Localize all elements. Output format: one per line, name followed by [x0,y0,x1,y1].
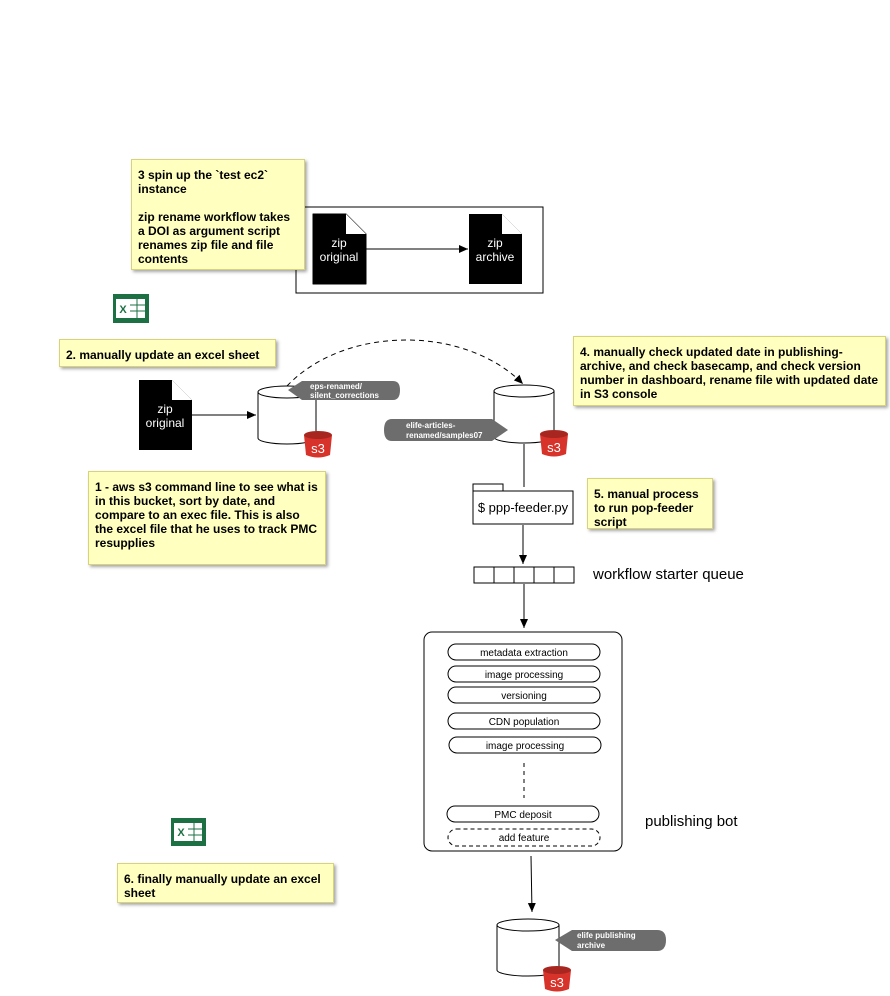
zip-original-top-line2: original [320,250,359,264]
note-step-2: 2. manually update an excel sheet [59,339,276,367]
zip-archive-line2: archive [476,250,515,264]
publishing-bot-label: publishing bot [645,813,738,830]
s3-bucket-icon: s3 [543,966,571,992]
task-pill: image processing [448,736,602,754]
zip-archive-line1: zip [487,236,503,250]
note-step-5: 5. manual process to run pop-feeder scri… [587,478,713,529]
zip-file-icon: zip archive [469,214,522,284]
task-label: image processing [485,670,563,681]
zip-original-top-line1: zip [331,236,347,250]
note-step-1: 1 - aws s3 command line to see what is i… [88,471,326,565]
zip-file-icon: zip original [312,213,367,285]
svg-text:X: X [119,304,127,316]
bot-to-archive-arrow [527,855,536,913]
bucket-tag-publishing-archive: elife publishing archive [555,930,666,951]
excel-icon: X [113,294,149,323]
bucket-name-line1: eps-renamed/ [310,382,363,391]
s3-bucket-icon: s3 [304,431,332,458]
bucket-name-line2: silent_corrections [310,391,379,400]
bucket-tag-elife-articles: elife-articles- renamed/samples07 [384,419,508,441]
svg-text:X: X [177,827,185,839]
note-step-3: 3 spin up the `test ec2` instance zip re… [131,159,305,270]
task-pill: metadata extraction [447,643,601,661]
bucket-name-line1: elife-articles- [406,421,456,430]
bucket-name-line2: archive [577,941,606,950]
feeder-command: $ ppp-feeder.py [478,500,569,515]
task-label: add feature [499,833,550,844]
task-pill-dashed: add feature [447,828,601,847]
excel-icon: X [171,818,206,846]
zip-file-icon: zip original [139,380,192,450]
s3-label: s3 [311,441,325,456]
task-label: metadata extraction [480,648,568,659]
feeder-script-box: $ ppp-feeder.py [472,483,574,525]
task-pill: image processing [447,665,601,683]
cylinder-icon [493,384,555,444]
task-pill: versioning [447,686,601,704]
task-label: CDN population [489,717,560,728]
note-step-4: 4. manually check updated date in publis… [573,336,886,406]
zip-original-left-line2: original [146,416,185,430]
bucket-tag-eps-renamed: eps-renamed/ silent_corrections [288,381,400,400]
s3-label: s3 [550,975,564,990]
task-label: image processing [486,741,564,752]
task-label: versioning [501,691,547,702]
task-label: PMC deposit [494,810,551,821]
cylinder-icon [496,918,560,977]
task-pill: CDN population [447,712,601,730]
bucket-name-line1: elife publishing [577,931,636,940]
s3-label: s3 [547,440,561,455]
bucket-name-line2: renamed/samples07 [406,431,483,440]
queue-label: workflow starter queue [593,566,744,583]
zip-original-left-line1: zip [157,402,173,416]
task-pill: PMC deposit [446,805,600,823]
note-step-6: 6. finally manually update an excel shee… [117,863,334,903]
s3-bucket-icon: s3 [540,430,568,457]
workflow-queue [473,566,575,584]
copy-dashed-arrow [286,339,524,387]
